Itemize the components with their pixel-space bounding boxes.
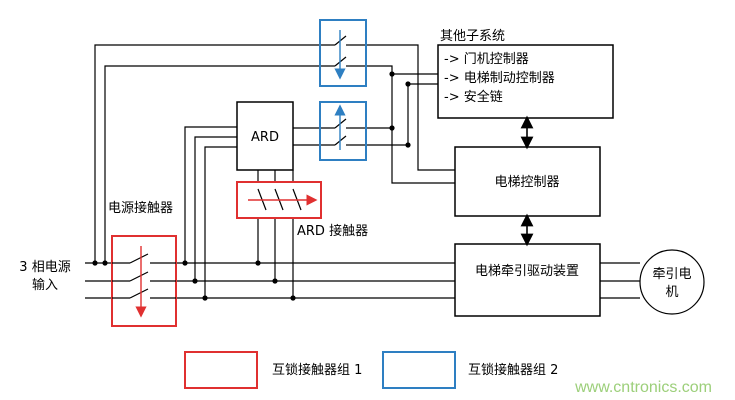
interlock-contactor-blue-top — [319, 19, 367, 87]
ard-in-2 — [194, 136, 237, 281]
legend-label-group2: 互锁接触器组 2 — [468, 362, 558, 378]
other-systems-title: 其他子系统 — [440, 29, 505, 44]
legend-swatch-group1 — [184, 351, 258, 389]
junction — [92, 260, 98, 266]
traction-drive-label: 电梯牵引驱动装置 — [475, 264, 579, 279]
ard-in-1 — [184, 126, 237, 263]
elevator-controller-box — [454, 146, 601, 217]
traction-motor-label-2: 机 — [665, 285, 678, 300]
elevator-controller-label: 电梯控制器 — [494, 175, 559, 190]
junction — [290, 295, 296, 301]
ard-box — [236, 101, 294, 171]
input-label-2: 输入 — [32, 277, 58, 293]
junction — [389, 71, 395, 77]
control-wire-top-right — [350, 44, 455, 171]
junction — [405, 81, 411, 87]
ard-label: ARD — [251, 130, 279, 145]
junction — [389, 125, 395, 131]
junction — [102, 260, 108, 266]
control-wire-inner — [104, 65, 330, 263]
legend-swatch-group2 — [382, 351, 456, 389]
junction — [182, 260, 188, 266]
input-label-1: 3 相电源 — [19, 260, 70, 275]
ard-contactor-label: ARD 接触器 — [297, 223, 368, 239]
ard-in-3 — [204, 146, 237, 298]
control-wire-outer — [94, 44, 330, 263]
legend-label-group1: 互锁接触器组 1 — [272, 362, 362, 378]
other-system-item-brake: -> 电梯制动控制器 — [444, 71, 555, 86]
other-system-item-safety: -> 安全链 — [444, 89, 503, 105]
junction — [272, 278, 278, 284]
switch-power-contactor — [112, 253, 176, 299]
traction-motor-label-1: 牵引电 — [652, 267, 691, 282]
interlock-contactor-blue-bottom — [319, 101, 367, 161]
watermark: www.cntronics.com — [574, 379, 712, 396]
other-system-item-door: -> 门机控制器 — [444, 52, 529, 67]
junction — [202, 295, 208, 301]
junction — [405, 142, 411, 148]
traction-drive-box — [454, 243, 601, 317]
junction-dots — [92, 71, 411, 301]
other-systems-box — [437, 44, 614, 119]
traction-motor — [639, 249, 705, 315]
junction — [192, 278, 198, 284]
power-contactor-label: 电源接触器 — [108, 200, 173, 216]
control-wire-mid-right — [350, 65, 455, 184]
junction — [255, 260, 261, 266]
